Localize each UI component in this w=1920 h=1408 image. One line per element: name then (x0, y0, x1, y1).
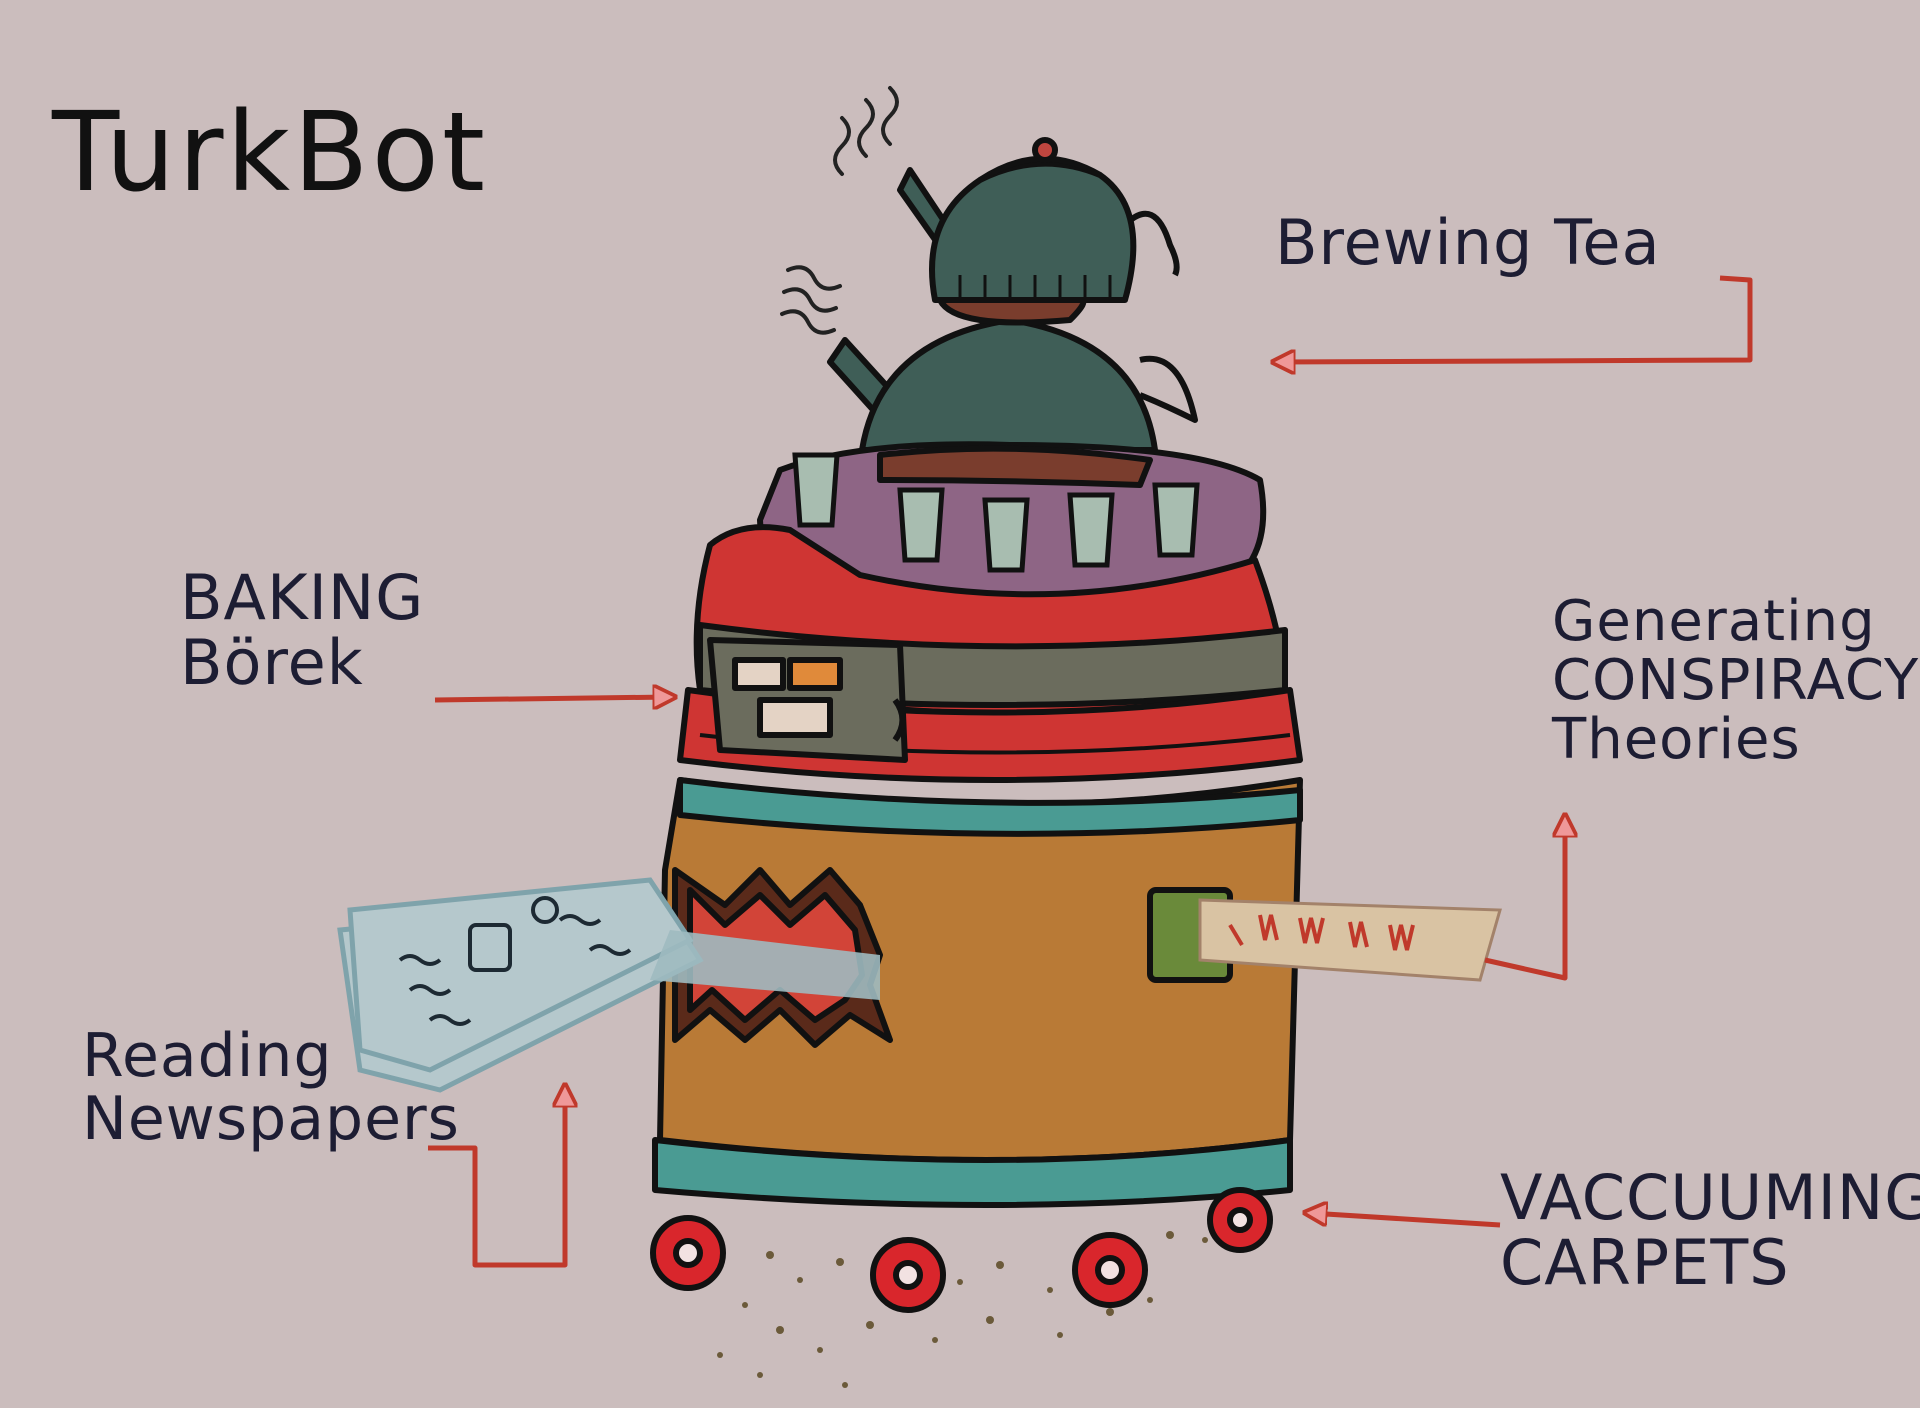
page-title: TurkBot (52, 88, 489, 216)
label-generating-conspiracy: Generating CONSPIRACY Theories (1552, 589, 1920, 772)
label-conspiracy-line3: Theories (1552, 706, 1801, 772)
arrow-newspapers (428, 1090, 565, 1268)
label-brewing-tea-text: Brewing Tea (1275, 206, 1661, 279)
upper-teapot (897, 137, 1180, 326)
arrow-brewing-tea (1278, 275, 1753, 362)
label-baking-borek: BAKING Börek (180, 565, 424, 695)
arrow-vacuuming (1310, 1213, 1501, 1228)
label-baking-borek-line1: BAKING (180, 561, 425, 634)
label-newspapers-line2: Newspapers (82, 1084, 460, 1154)
label-vacuuming-line1: VACCUUMING (1500, 1161, 1920, 1234)
callout-arrows (428, 275, 1753, 1268)
tea-glasses (792, 452, 1200, 573)
conspiracy-paper (1198, 898, 1502, 982)
wheels (650, 1187, 1273, 1313)
base (652, 1137, 1293, 1208)
arrow-baking-borek (434, 697, 670, 700)
label-vacuuming-line2: CARPETS (1500, 1226, 1790, 1300)
label-conspiracy-line1: Generating (1552, 589, 1876, 654)
label-vacuuming-carpets: VACCUUMING CARPETS (1500, 1165, 1920, 1295)
label-conspiracy-line2: CONSPIRACY (1552, 647, 1920, 713)
label-newspapers-line1: Reading (82, 1021, 333, 1091)
steam-lines (780, 86, 899, 335)
lower-teapot (827, 317, 1198, 457)
newspaper (337, 877, 880, 1093)
arrow-conspiracy (1484, 820, 1565, 981)
label-reading-newspapers: Reading Newspapers (82, 1025, 460, 1151)
label-brewing-tea: Brewing Tea (1275, 210, 1661, 275)
label-baking-borek-line2: Börek (180, 626, 364, 700)
oven-door (707, 637, 908, 763)
